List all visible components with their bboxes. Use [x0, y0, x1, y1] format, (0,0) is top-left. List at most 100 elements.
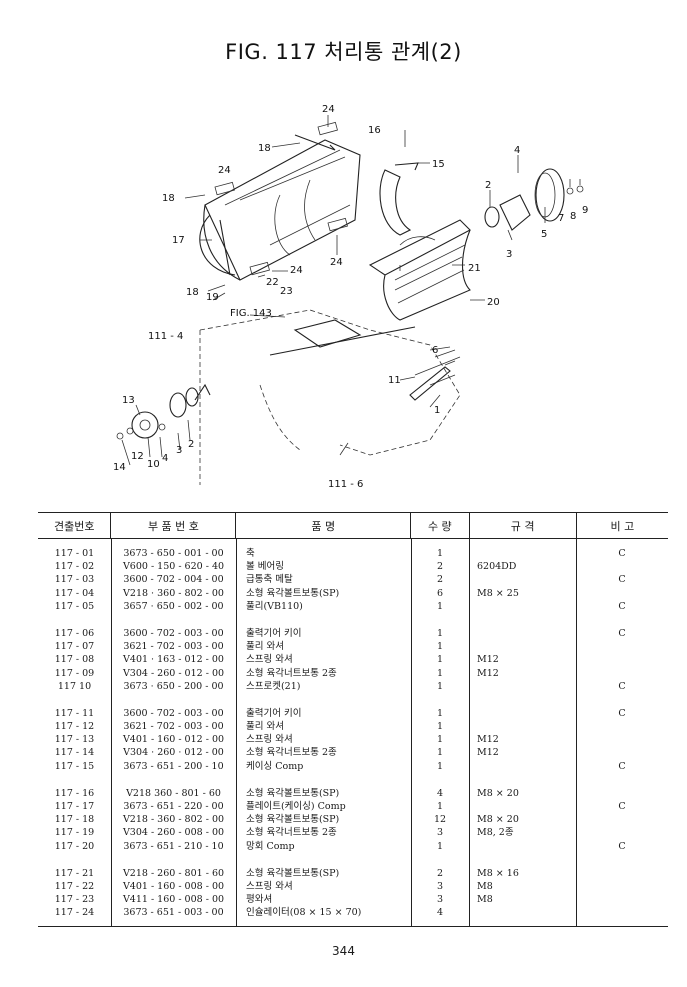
- pulley-assembly-shape: [484, 168, 584, 231]
- part-name-cell: 소형 육각너트보통 2종: [246, 747, 337, 759]
- ref-no-cell: 117 - 17: [54, 801, 95, 812]
- part-no-cell: V600 - 150 - 620 - 40: [122, 561, 225, 573]
- callout-11: 11: [388, 375, 401, 386]
- part-no-cell: V401 - 160 - 012 - 00: [122, 734, 225, 746]
- part-no-cell: 3673 - 650 - 001 - 00: [123, 548, 224, 559]
- spec-cell: M8 × 16: [477, 867, 519, 879]
- quantity-cell: 1: [436, 627, 444, 639]
- quantity-cell: 1: [436, 801, 444, 812]
- part-name-cell: 볼 베어링: [246, 561, 284, 573]
- part-name-cell: 케이싱 Comp: [246, 760, 304, 772]
- table-header-row: 견출번호 부 품 번 호 품 명 수 량 규 격 비 고: [38, 513, 668, 539]
- remarks-cell: [576, 880, 668, 893]
- callout-2-left: 2: [188, 439, 194, 450]
- part-name-cell: 소형 육각볼트보통(SP): [246, 587, 340, 599]
- spec-cell: 6204DD: [477, 561, 517, 573]
- remarks-cell: [576, 667, 668, 680]
- spec-cell: M8 × 20: [477, 814, 519, 826]
- remarks-cell: [576, 893, 668, 906]
- spec-cell: [469, 906, 576, 919]
- callout-18-lower: 18: [186, 287, 199, 298]
- part-name-cell: 스프링 와셔: [246, 654, 293, 666]
- part-name-cell: 풀리(VB110): [246, 600, 303, 612]
- spec-cell: [469, 627, 576, 640]
- spec-cell: M8 × 25: [477, 587, 519, 599]
- quantity-cell: 3: [436, 880, 444, 892]
- quantity-cell: 1: [436, 840, 444, 852]
- remarks-cell: [576, 640, 668, 653]
- quantity-cell: 12: [433, 814, 447, 826]
- remarks-cell: C: [618, 760, 626, 772]
- part-name-cell: 급통축 메탈: [246, 574, 293, 586]
- leader-lines: [121, 115, 581, 466]
- page-title: FIG. 117 처리통 관계(2): [225, 40, 462, 64]
- callout-21: 21: [468, 263, 481, 274]
- callout-5: 5: [541, 229, 547, 240]
- callout-20: 20: [487, 297, 500, 308]
- part-no-cell: 3657 · 650 - 002 - 00: [123, 600, 224, 612]
- spec-cell: [469, 547, 576, 560]
- part-no-cell: 3673 - 651 - 200 - 10: [123, 760, 224, 772]
- part-name-cell: 스프링 와셔: [246, 880, 293, 892]
- callout-4-right: 4: [514, 145, 520, 156]
- remarks-cell: C: [618, 627, 626, 639]
- part-no-cell: V218 360 - 801 - 60: [126, 787, 221, 799]
- part-no-cell: 3600 - 702 - 003 - 00: [123, 707, 224, 719]
- part-name-cell: 인슐레이터(08 × 15 × 70): [246, 907, 362, 919]
- callout-111-6: 111 - 6: [328, 479, 363, 490]
- part-no-cell: 3621 - 702 - 003 - 00: [123, 721, 224, 733]
- spec-cell: M12: [477, 654, 499, 666]
- part-name-cell: 풀리 와셔: [246, 721, 284, 733]
- part-no-cell: V218 - 260 - 801 - 60: [122, 867, 225, 879]
- callout-24-top: 24: [322, 104, 335, 115]
- ref-no-cell: 117 - 11: [54, 707, 95, 719]
- part-no-cell: 3673 - 651 - 220 - 00: [123, 801, 224, 812]
- header-part-no: 부 품 번 호: [111, 513, 237, 538]
- callout-18-top: 18: [258, 143, 271, 154]
- part-name-cell: 소형 육각볼트보통(SP): [246, 867, 340, 879]
- ref-no-cell: 117 - 12: [54, 721, 95, 733]
- callout-9: 9: [582, 205, 588, 216]
- spec-cell: M8: [477, 894, 493, 906]
- remarks-cell: [576, 813, 668, 826]
- quantity-cell: 1: [436, 654, 444, 666]
- page-number: 344: [332, 944, 355, 958]
- quantity-cell: 1: [436, 641, 444, 653]
- callout-7: 7: [558, 213, 564, 224]
- part-no-cell: 3621 - 702 - 003 - 00: [123, 641, 224, 653]
- callout-4-left: 4: [162, 453, 168, 464]
- callout-fig143: FIG. 143: [230, 308, 272, 319]
- quantity-cell: 1: [436, 734, 444, 746]
- callout-17: 17: [172, 235, 185, 246]
- ref-no-cell: 117 - 09: [54, 667, 95, 679]
- spec-cell: [469, 600, 576, 613]
- spec-cell: M8, 2종: [477, 827, 514, 839]
- ref-no-cell: 117 10: [57, 680, 92, 692]
- quantity-cell: 4: [436, 787, 444, 799]
- part-name-cell: 스프로켓(21): [246, 680, 301, 692]
- callout-24-left: 24: [218, 165, 231, 176]
- sprocket-assembly-shape: [116, 387, 199, 440]
- remarks-cell: C: [618, 548, 626, 559]
- part-name-cell: 소형 육각너트보통 2종: [246, 667, 337, 679]
- quantity-cell: 2: [436, 561, 444, 573]
- spec-cell: [469, 760, 576, 773]
- remarks-cell: [576, 733, 668, 746]
- remarks-cell: [576, 560, 668, 573]
- quantity-cell: 3: [436, 827, 444, 839]
- remarks-cell: C: [618, 680, 626, 692]
